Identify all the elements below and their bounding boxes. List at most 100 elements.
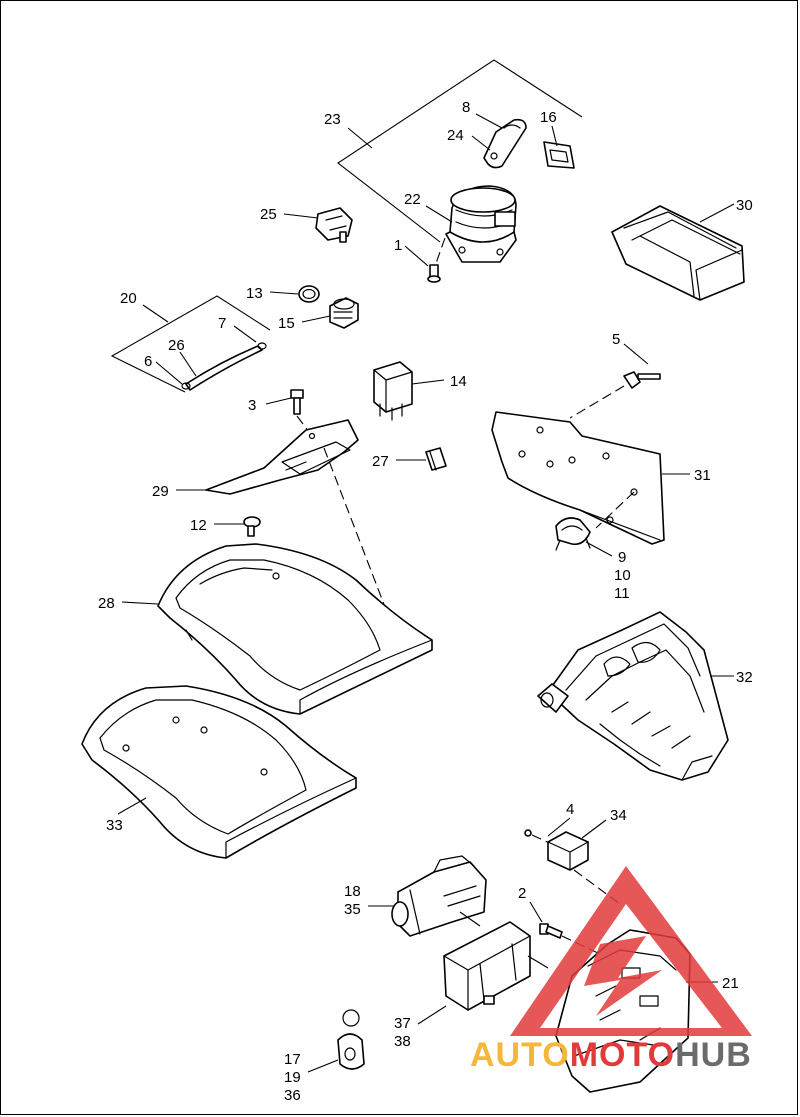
- leader-30: [699, 203, 735, 223]
- oring-part-13: [298, 285, 320, 303]
- leader-15: [301, 315, 331, 323]
- bracket-part-21: [555, 929, 691, 1093]
- plate-part-16: [543, 141, 575, 169]
- callout-18: 18: [344, 883, 361, 900]
- tag-part-17: [337, 1009, 365, 1070]
- callout-6: 6: [144, 353, 152, 370]
- clamp-part-9: [555, 517, 591, 551]
- leader-17: [307, 1059, 339, 1073]
- callout-32: 32: [736, 669, 753, 686]
- callout-33: 33: [106, 817, 123, 834]
- leader-33: [117, 797, 147, 815]
- callout-34: 34: [610, 807, 627, 824]
- watermark-text: AUTOMOTOHUB: [470, 1036, 752, 1074]
- leader-23: [347, 127, 373, 149]
- bolt-part-2: [539, 923, 601, 955]
- leader-25: [283, 213, 319, 219]
- tray-part-28: [157, 543, 433, 715]
- watermark-logo: [510, 866, 752, 1036]
- callout-2: 2: [518, 885, 526, 902]
- screw-part-5: [569, 371, 661, 419]
- sensor-part-25: [315, 207, 353, 243]
- callout-24: 24: [447, 127, 464, 144]
- watermark-bolt-icon: [584, 936, 662, 1016]
- leader-22: [425, 205, 453, 223]
- channel-part-30: [611, 205, 745, 301]
- leader-26: [179, 351, 197, 377]
- plate-part-29: [205, 419, 359, 495]
- screw-part-12: [243, 516, 261, 537]
- clip-part-8-24: [483, 118, 527, 169]
- leader-2: [529, 901, 543, 923]
- callout-12: 12: [190, 517, 207, 534]
- assembly-line-tray: [323, 447, 391, 621]
- leader-1: [404, 245, 429, 267]
- callout-26: 26: [168, 337, 185, 354]
- callout-38: 38: [394, 1033, 411, 1050]
- leader-3: [265, 397, 292, 405]
- callout-21: 21: [722, 975, 739, 992]
- callout-4: 4: [566, 801, 574, 818]
- solenoid-part-22: [445, 185, 517, 263]
- leader-8: [475, 113, 503, 129]
- callout-29: 29: [152, 483, 169, 500]
- leader-13: [269, 291, 299, 295]
- watermark-word-moto: MOTO: [570, 1036, 675, 1074]
- callout-8: 8: [462, 99, 470, 116]
- leader-9: [585, 541, 613, 557]
- leader-5: [623, 343, 649, 365]
- callout-35: 35: [344, 901, 361, 918]
- box-part-34: [547, 831, 589, 871]
- callout-19: 19: [284, 1069, 301, 1086]
- assembly-line-31: [595, 491, 635, 529]
- callout-20: 20: [120, 290, 137, 307]
- callout-1: 1: [394, 237, 402, 254]
- bracket-group-20: [110, 295, 271, 393]
- watermark-word-hub: HUB: [675, 1036, 752, 1074]
- leader-box-18: [459, 911, 481, 927]
- leader-28: [121, 601, 159, 605]
- leader-16: [551, 125, 558, 147]
- callout-11: 11: [614, 585, 630, 602]
- callout-15: 15: [278, 315, 295, 332]
- watermark-word-auto: AUTO: [470, 1036, 570, 1074]
- leader-37: [417, 1005, 447, 1025]
- leader-24: [471, 135, 491, 151]
- leader-box-37: [527, 955, 549, 969]
- callout-30: 30: [736, 197, 753, 214]
- callout-23: 23: [324, 111, 341, 128]
- tray-part-33: [81, 685, 357, 859]
- callout-36: 36: [284, 1087, 301, 1104]
- fuse-part-27: [425, 447, 447, 471]
- leader-6: [155, 361, 183, 385]
- callout-17: 17: [284, 1051, 301, 1068]
- housing-part-32: [537, 611, 729, 781]
- callout-5: 5: [612, 331, 620, 348]
- callout-31: 31: [694, 467, 711, 484]
- callout-22: 22: [404, 191, 421, 208]
- relay-part-14: [373, 361, 413, 421]
- callout-28: 28: [98, 595, 115, 612]
- watermark-triangle-icon: [510, 866, 752, 1036]
- cylinder-part-18: [391, 855, 487, 937]
- callout-13: 13: [246, 285, 263, 302]
- oring-inner-13: [302, 288, 316, 300]
- leader-34: [581, 819, 607, 839]
- leader-4: [547, 817, 571, 837]
- callout-10: 10: [614, 567, 631, 584]
- screw-part-1: [427, 237, 446, 283]
- callout-3: 3: [248, 397, 256, 414]
- callout-37: 37: [394, 1015, 411, 1032]
- switch-part-15: [329, 297, 359, 329]
- bracket-part-31: [491, 411, 665, 545]
- callout-7: 7: [218, 315, 226, 332]
- leader-14: [411, 379, 445, 385]
- callout-16: 16: [540, 109, 557, 126]
- callout-9: 9: [618, 549, 626, 566]
- module-part-37: [443, 921, 531, 1011]
- callout-14: 14: [450, 373, 467, 390]
- cable-part-26: [181, 342, 267, 391]
- callout-27: 27: [372, 453, 389, 470]
